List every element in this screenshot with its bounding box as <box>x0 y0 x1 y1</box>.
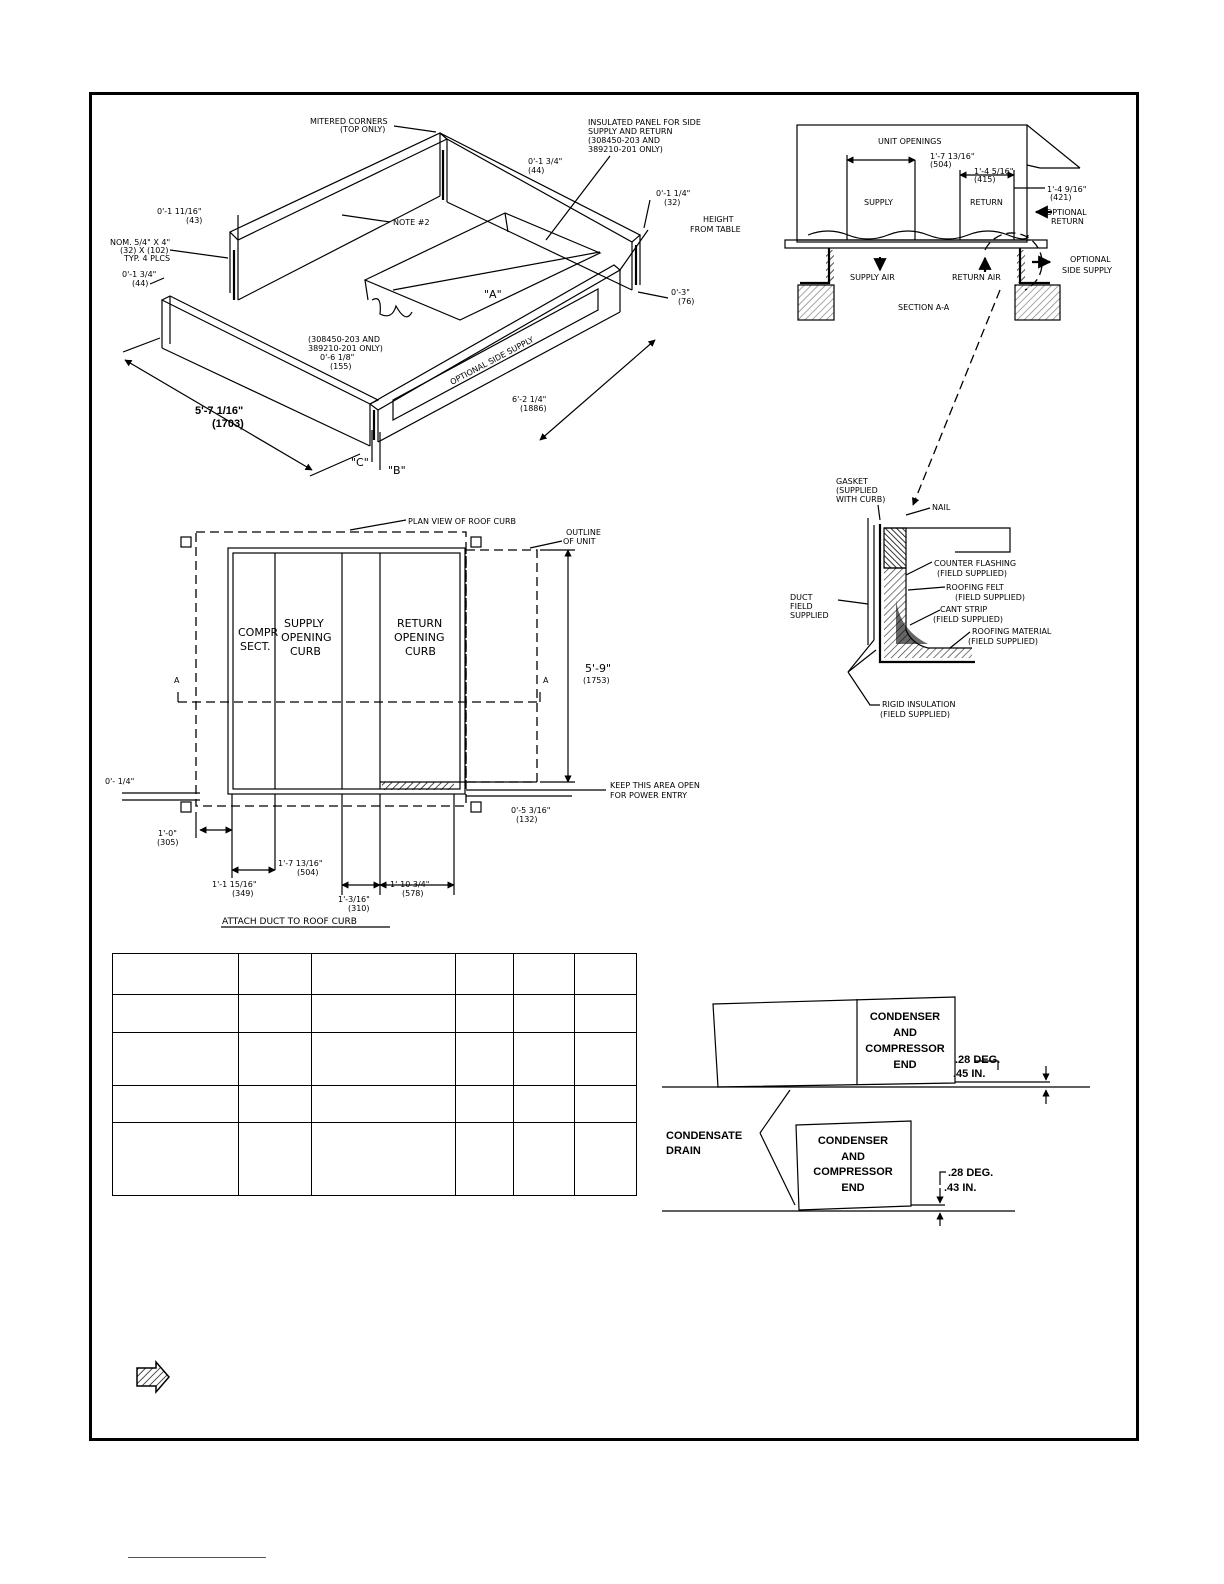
counter-flashing-label: COUNTER FLASHING(FIELD SUPPLIED) <box>934 559 1016 578</box>
supply-label: SUPPLY <box>864 198 893 207</box>
section-dim-1-4-9: 1'-4 9/16"(421) <box>1047 185 1086 202</box>
curb-perspective <box>122 125 669 477</box>
table-row <box>112 1085 637 1123</box>
section-dim-1-7: 1'-7 13/16"(504) <box>930 152 975 169</box>
table-row <box>112 1122 637 1196</box>
plan-dim-1-1-15: 1'-1 15/16"(349) <box>212 880 257 898</box>
flashing-detail <box>837 504 1011 706</box>
plan-dim-5-3-16: 0'-5 3/16"(132) <box>511 806 550 824</box>
return-air-label: RETURN AIR <box>952 273 1001 282</box>
plan-dim-1-7-13: 1'-7 13/16"(504) <box>278 859 323 877</box>
dim-1-3-4-top: 0'-1 3/4"(44) <box>528 157 562 175</box>
footer-link-underline[interactable] <box>128 1557 266 1558</box>
table-row <box>112 994 637 1033</box>
page-frame <box>89 92 1139 1441</box>
unit-openings-label: UNIT OPENINGS <box>878 137 941 146</box>
table-row <box>112 1032 637 1086</box>
bottom-slope-dim: .28 DEG..43 IN. <box>944 1167 993 1194</box>
plan-dim-1-0: 1'-0"(305) <box>157 829 179 847</box>
dim-1-11-16: 0'-1 11/16"(43) <box>157 207 202 225</box>
mitered-corners-label: MITERED CORNERS(TOP ONLY) <box>310 117 388 134</box>
plan-view-label: PLAN VIEW OF ROOF CURB <box>408 517 516 526</box>
dim-3: 0'-3"(76) <box>671 288 694 306</box>
hatched-arrow-icon <box>136 1359 170 1395</box>
section-title: SECTION A-A <box>898 303 950 312</box>
table-row <box>112 953 637 995</box>
label-c: "C" <box>351 456 369 469</box>
roofing-felt-label: ROOFING FELT(FIELD SUPPLIED) <box>946 583 1025 602</box>
dim-1-1-4: 0'-1 1/4"(32) <box>656 189 690 207</box>
return-label: RETURN <box>970 198 1003 207</box>
rigid-insulation-label: RIGID INSULATION(FIELD SUPPLIED) <box>880 700 955 719</box>
plan-dim-5-9: 5'-9"(1753) <box>583 662 611 685</box>
supply-air-label: SUPPLY AIR <box>850 273 895 282</box>
note-2-label: NOTE #2 <box>393 218 430 227</box>
nail-label: NAIL <box>932 503 951 512</box>
dim-1-3-4-left: 0'-1 3/4"(44) <box>122 270 156 288</box>
dim-5-7: 5'-7 1/16"(1703) <box>195 405 244 430</box>
dim-6-1-8: 0'-6 1/8"(155) <box>320 353 354 371</box>
label-a: "A" <box>484 288 502 301</box>
roofing-material-label: ROOFING MATERIAL(FIELD SUPPLIED) <box>968 627 1052 646</box>
label-b: "B" <box>388 464 406 477</box>
dim-6-2: 6'-2 1/4"(1886) <box>512 395 547 413</box>
plan-view-drawing <box>122 519 606 928</box>
nom-size-label: NOM. 5/4" X 4"(32) X (102)TYP. 4 PLCS <box>110 238 170 263</box>
dimension-table <box>112 953 637 1196</box>
cant-strip-label: CANT STRIP(FIELD SUPPLIED) <box>933 605 1003 624</box>
section-a-a-drawing <box>784 124 1081 506</box>
attach-duct-label: ATTACH DUCT TO ROOF CURB <box>222 917 357 927</box>
slope-diagram <box>662 996 1090 1226</box>
section-mark-left: A <box>174 676 180 685</box>
section-dim-1-4-5: 1'-4 5/16"(415) <box>974 167 1013 184</box>
top-slope-dim: .28 DEG..45 IN. <box>953 1054 1000 1080</box>
plan-dim-1-10: 1'-10 3/4"(578) <box>390 880 429 898</box>
plan-dim-1-4: 0'- 1/4" <box>105 777 134 786</box>
section-mark-right: A <box>543 676 549 685</box>
plan-dim-1-3-16: 1'-3/16"(310) <box>338 895 370 913</box>
